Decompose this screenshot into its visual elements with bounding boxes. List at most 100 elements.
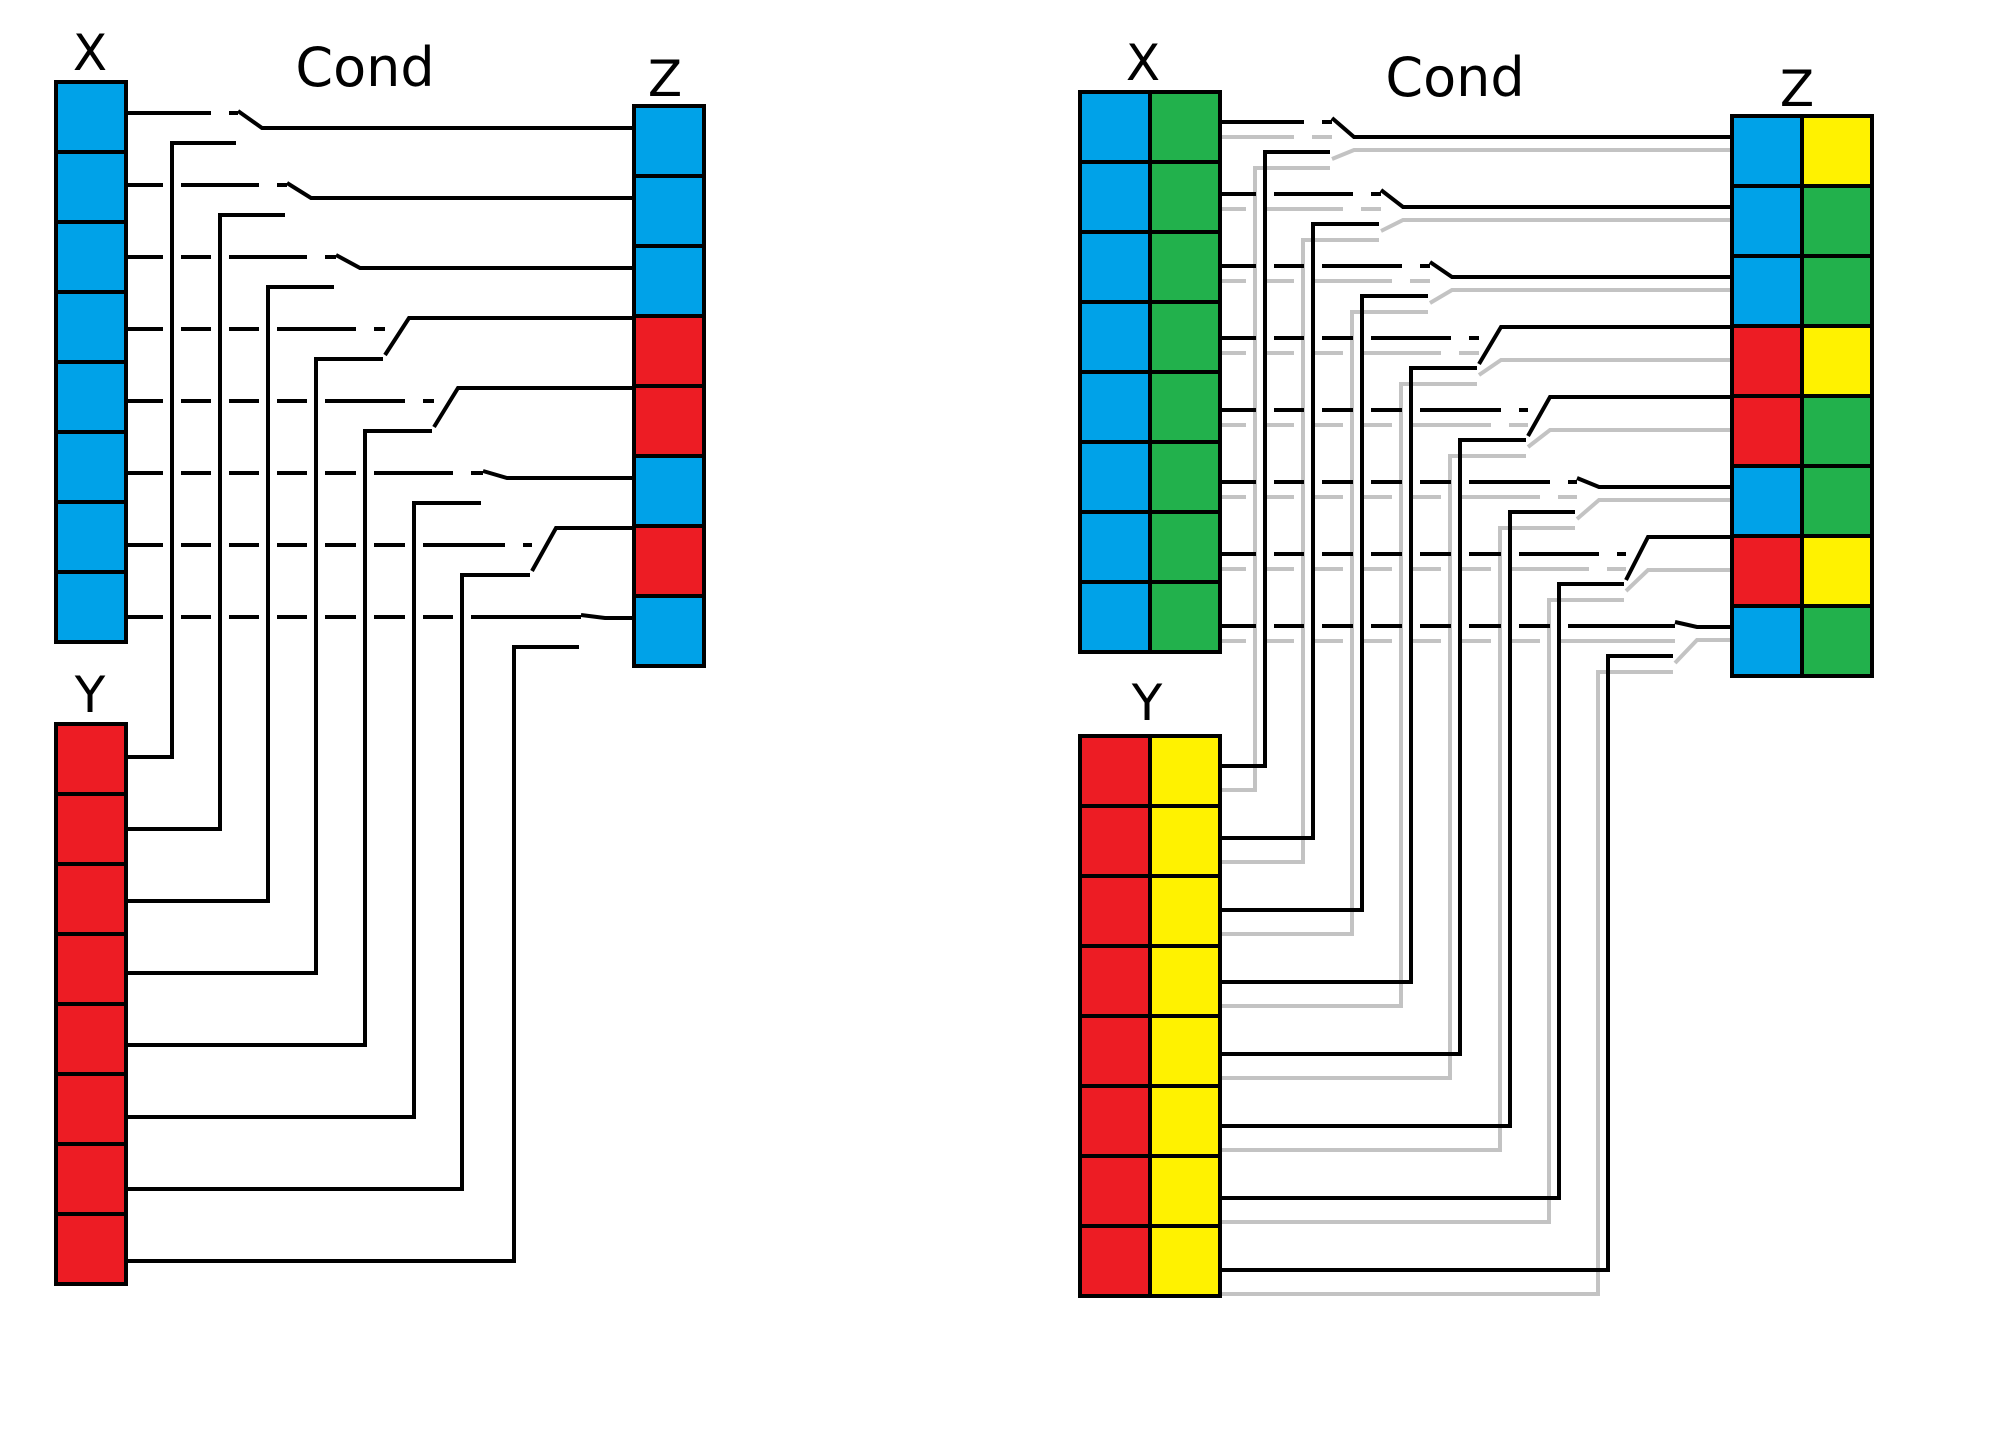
y-input-wire bbox=[126, 573, 530, 1191]
right-y-cell bbox=[1078, 734, 1152, 808]
right-x-cell bbox=[1078, 160, 1152, 234]
right-y-label: Y bbox=[1131, 674, 1163, 732]
left-z-cell bbox=[632, 314, 706, 388]
left-x-cell bbox=[54, 500, 128, 574]
right-z-cell bbox=[1800, 114, 1874, 188]
output-wire bbox=[236, 109, 634, 130]
right-y-cell bbox=[1078, 944, 1152, 1018]
right-x-cell bbox=[1148, 230, 1222, 304]
y-input-wire bbox=[1220, 310, 1428, 936]
right-z-cell bbox=[1800, 394, 1874, 468]
y-input-wire bbox=[1220, 582, 1624, 1200]
right-y-cell bbox=[1148, 1154, 1222, 1228]
y-input-wire bbox=[1220, 382, 1477, 1008]
left-z-cell bbox=[632, 104, 706, 178]
y-input-wire bbox=[1220, 294, 1428, 912]
right-x-cell bbox=[1078, 300, 1152, 374]
output-wire bbox=[1624, 535, 1732, 581]
right-x-cell bbox=[1148, 300, 1222, 374]
right-y-cell bbox=[1078, 1014, 1152, 1088]
left-z-cell bbox=[632, 454, 706, 528]
right-z-cell bbox=[1730, 324, 1804, 398]
y-input-wire bbox=[1220, 598, 1624, 1224]
right-x-cell bbox=[1148, 440, 1222, 514]
output-wire bbox=[1331, 148, 1732, 161]
y-input-wire bbox=[1220, 526, 1575, 1152]
y-input-wire bbox=[1220, 654, 1673, 1272]
output-wire bbox=[1673, 638, 1732, 665]
output-wire bbox=[1576, 476, 1732, 489]
output-wire bbox=[1674, 620, 1732, 629]
right-y-cell bbox=[1148, 874, 1222, 948]
left-x-cell bbox=[54, 430, 128, 504]
right-y-cell bbox=[1078, 1224, 1152, 1298]
left-cond-label: Cond bbox=[295, 36, 434, 99]
output-wire bbox=[580, 613, 634, 620]
output-wire bbox=[1379, 188, 1732, 209]
y-input-wire bbox=[1220, 222, 1379, 840]
y-input-wire bbox=[126, 213, 285, 831]
right-z-cell bbox=[1800, 184, 1874, 258]
right-z-label: Z bbox=[1780, 60, 1814, 118]
left-registers bbox=[54, 80, 706, 1286]
right-z-cell bbox=[1800, 534, 1874, 608]
output-wire bbox=[1624, 568, 1732, 593]
right-y-cell bbox=[1078, 874, 1152, 948]
output-wire bbox=[1477, 325, 1732, 366]
right-y-cell bbox=[1078, 804, 1152, 878]
right-wires bbox=[1220, 116, 1732, 1296]
right-x-cell bbox=[1078, 90, 1152, 164]
right-x-cell bbox=[1078, 230, 1152, 304]
right-y-cell bbox=[1148, 944, 1222, 1018]
output-wire bbox=[1428, 260, 1732, 279]
y-input-wire bbox=[1220, 166, 1330, 792]
right-y-cell bbox=[1148, 1224, 1222, 1298]
right-cond-label: Cond bbox=[1385, 46, 1524, 109]
left-z-cell bbox=[632, 384, 706, 458]
left-wires bbox=[126, 109, 634, 1263]
right-z-cell bbox=[1730, 464, 1804, 538]
right-y-cell bbox=[1148, 804, 1222, 878]
left-x-cell bbox=[54, 150, 128, 224]
right-y-cell bbox=[1148, 1084, 1222, 1158]
y-input-wire bbox=[1220, 438, 1526, 1056]
right-x-cell bbox=[1078, 440, 1152, 514]
right-x-cell bbox=[1148, 370, 1222, 444]
left-x-cell bbox=[54, 570, 128, 644]
left-y-cell bbox=[54, 1212, 128, 1286]
right-x-cell bbox=[1078, 370, 1152, 444]
left-y-cell bbox=[54, 792, 128, 866]
right-x-cell bbox=[1148, 580, 1222, 654]
right-y-cell bbox=[1078, 1154, 1152, 1228]
right-z-cell bbox=[1730, 394, 1804, 468]
y-input-wire bbox=[1220, 150, 1330, 768]
right-y-cell bbox=[1148, 1014, 1222, 1088]
right-y-cell bbox=[1078, 1084, 1152, 1158]
y-input-wire bbox=[126, 501, 481, 1119]
output-wire bbox=[530, 526, 634, 572]
right-z-cell bbox=[1730, 114, 1804, 188]
left-y-cell bbox=[54, 1072, 128, 1146]
right-z-cell bbox=[1730, 254, 1804, 328]
left-z-label: Z bbox=[648, 50, 682, 108]
left-x-label: X bbox=[73, 24, 107, 82]
left-y-cell bbox=[54, 722, 128, 796]
left-x-cell bbox=[54, 80, 128, 154]
left-z-cell bbox=[632, 244, 706, 318]
left-y-cell bbox=[54, 862, 128, 936]
right-z-cell bbox=[1800, 464, 1874, 538]
y-input-wire bbox=[1220, 454, 1526, 1080]
output-wire bbox=[1477, 358, 1732, 377]
y-input-wire bbox=[1220, 366, 1477, 984]
output-wire bbox=[1526, 428, 1732, 449]
left-x-cell bbox=[54, 290, 128, 364]
output-wire bbox=[432, 386, 634, 429]
right-x-cell bbox=[1078, 580, 1152, 654]
right-z-cell bbox=[1730, 534, 1804, 608]
output-wire bbox=[335, 253, 634, 270]
left-x-cell bbox=[54, 360, 128, 434]
right-registers bbox=[1078, 90, 1874, 1298]
right-x-label: X bbox=[1126, 34, 1160, 92]
right-x-cell bbox=[1148, 160, 1222, 234]
